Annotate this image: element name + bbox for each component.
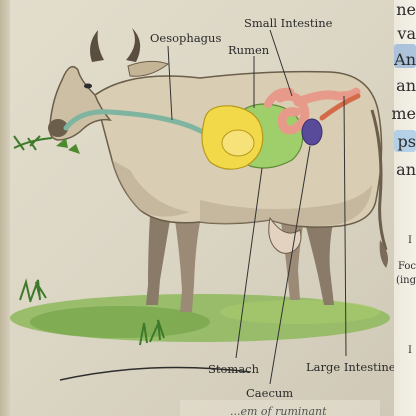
label-caecum: Caecum	[246, 386, 294, 400]
label-large-intestine: Large Intestine	[306, 360, 396, 374]
side-text-line-4: an	[396, 76, 416, 95]
side-text-line-3: An	[394, 50, 416, 69]
cow-body	[13, 28, 388, 312]
leader-lines	[167, 29, 347, 385]
page-binding-shadow	[0, 0, 10, 416]
side-text-line-1: ne	[396, 0, 416, 19]
adjacent-text-strip: ne va An an me ps an I Foc (ing I	[391, 0, 416, 416]
side-text-line-5: me	[391, 104, 416, 123]
leader-line-large-intestine	[343, 95, 347, 357]
side-text-line-7: an	[396, 160, 416, 179]
label-small-intestine: Small Intestine	[244, 16, 333, 30]
figure-caption: ...em of ruminant	[230, 405, 327, 416]
side-text-line-9: Foc	[397, 261, 416, 272]
side-text-line-8: I	[408, 235, 412, 246]
side-text-line-6: ps	[397, 132, 416, 151]
leader-line-oesophagus	[167, 45, 173, 121]
highlighter-blue-mark	[394, 44, 416, 68]
leader-line-small-intestine	[269, 29, 293, 97]
side-text-line-10: (ing	[396, 275, 416, 286]
side-text-line-11: I	[408, 345, 412, 356]
label-stomach: Stomach	[208, 362, 260, 376]
caecum-organ	[301, 118, 323, 146]
leader-line-stomach	[235, 167, 263, 359]
stomach-inner-chamber	[221, 129, 255, 157]
side-text-line-2: va	[397, 24, 416, 43]
leader-line-caecum	[269, 145, 311, 385]
highlighter-cyan-mark	[394, 130, 416, 152]
label-rumen: Rumen	[228, 43, 270, 57]
label-oesophagus: Oesophagus	[150, 31, 222, 45]
large-intestine-organ	[319, 93, 361, 121]
small-intestine-organ	[275, 87, 361, 135]
grass-ground	[10, 278, 390, 381]
